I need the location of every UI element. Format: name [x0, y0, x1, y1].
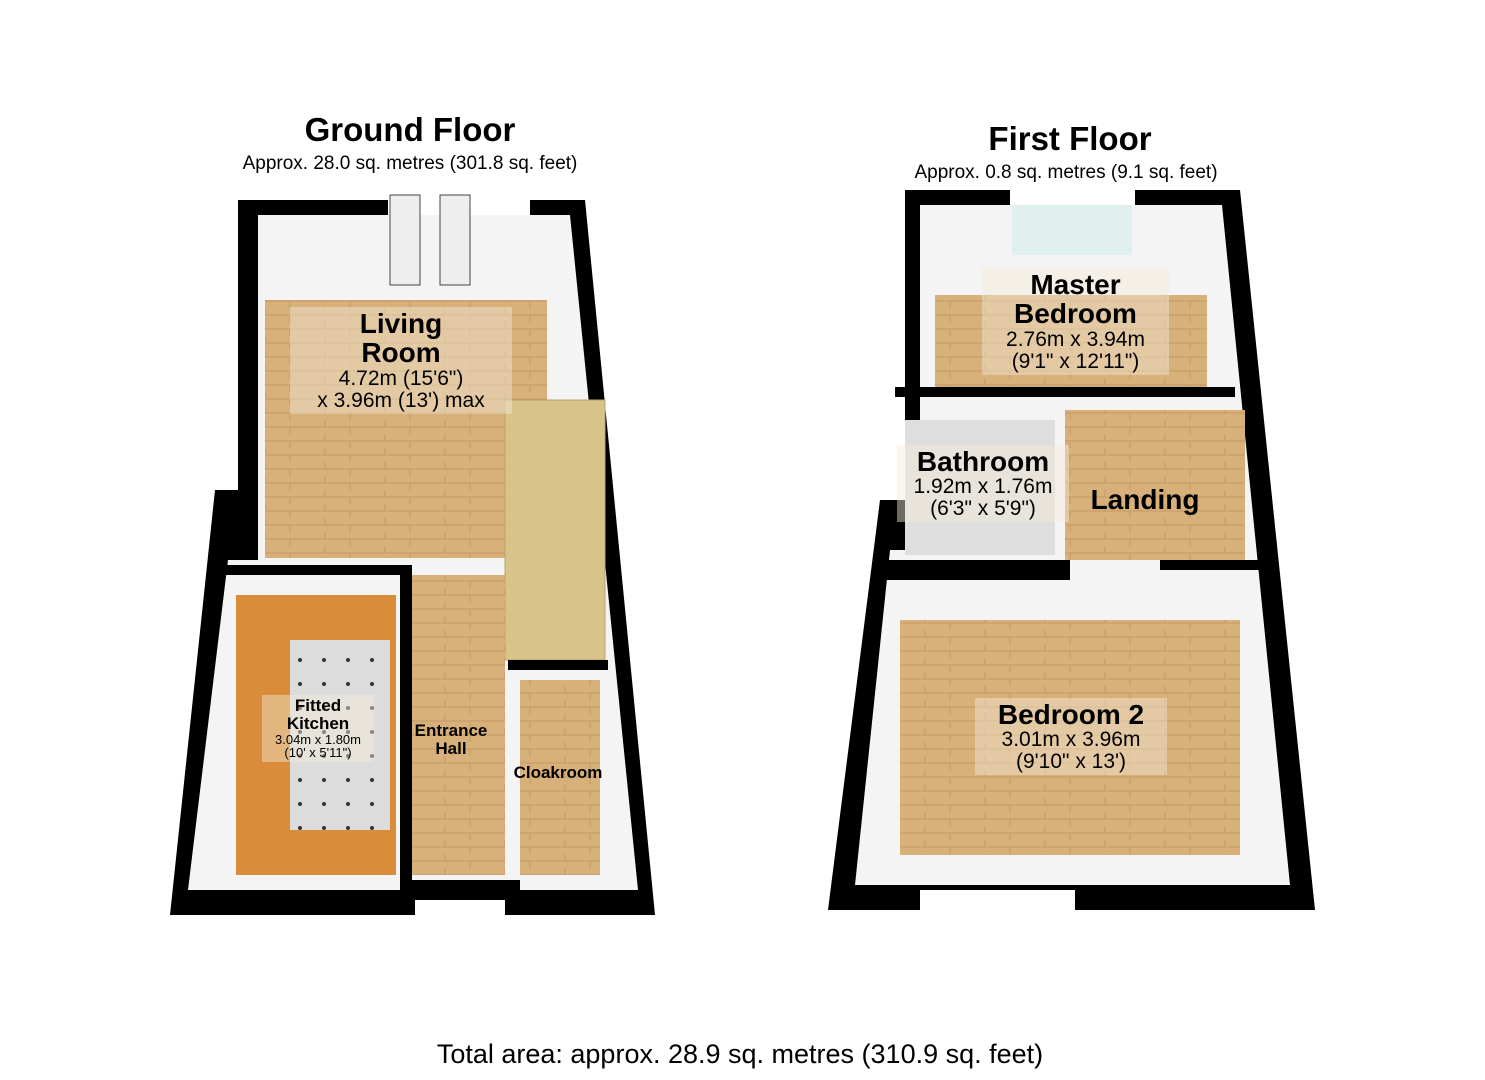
- ground-floor-plan: [170, 194, 655, 915]
- bedroom-2-label: Bedroom 2 3.01m x 3.96m (9'10" x 13'): [975, 698, 1167, 776]
- cloakroom-wall: [508, 660, 608, 670]
- door-right: [439, 194, 471, 286]
- room-dimensions: 1.92m x 1.76m: [913, 475, 1053, 499]
- room-name: Kitchen: [286, 713, 350, 733]
- room-dimensions: 3.01m x 3.96m: [1001, 728, 1141, 752]
- staircase: [504, 399, 606, 661]
- room-name: Living: [359, 308, 443, 339]
- bathroom-label: Bathroom 1.92m x 1.76m (6'3" x 5'9"): [897, 445, 1069, 523]
- room-dimensions: 4.72m (15'6"): [338, 366, 464, 390]
- first-floor-title: First Floor: [988, 120, 1152, 157]
- ground-floor-title: Ground Floor: [304, 111, 516, 148]
- hall-wall: [220, 565, 410, 575]
- room-name: Fitted: [294, 696, 342, 715]
- landing-label: Landing: [1090, 484, 1200, 515]
- first-floor-area: Approx. 0.8 sq. metres (9.1 sq. feet): [914, 162, 1218, 183]
- kitchen-wall: [400, 565, 412, 895]
- kitchen-tile-floor: [290, 640, 390, 830]
- entrance-hall-label: Entrance Hall: [401, 722, 501, 758]
- room-name: Bathroom: [916, 446, 1050, 477]
- room-name: Hall: [435, 738, 467, 758]
- landing-floor: [1065, 410, 1245, 560]
- entrance-hall-floor: [405, 575, 505, 875]
- cloakroom-label: Cloakroom: [513, 763, 603, 782]
- window: [1012, 205, 1132, 255]
- living-room-floor: [265, 300, 547, 558]
- master-bedroom-wall: [895, 387, 1235, 397]
- total-area: Total area: approx. 28.9 sq. metres (310…: [436, 1039, 1044, 1069]
- bedroom-2-floor: [900, 620, 1240, 855]
- bathroom-wall: [880, 560, 1070, 580]
- room-name: Entrance: [414, 721, 488, 740]
- room-name: Room: [361, 337, 441, 369]
- room-dimensions: (9'10" x 13'): [1015, 750, 1127, 774]
- room-name: Bedroom: [1014, 298, 1137, 330]
- door-left: [389, 194, 421, 286]
- living-room-label: Living Room 4.72m (15'6") x 3.96m (13') …: [290, 307, 512, 414]
- room-dimensions: 2.76m x 3.94m: [1006, 327, 1145, 351]
- room-name: Bedroom 2: [997, 699, 1145, 730]
- room-name: Master: [1030, 269, 1121, 300]
- kitchen-label: Fitted Kitchen 3.04m x 1.80m (10' x 5'11…: [262, 695, 374, 762]
- ground-floor-area: Approx. 28.0 sq. metres (301.8 sq. feet): [242, 153, 578, 174]
- room-dimensions: x 3.96m (13') max: [317, 388, 485, 412]
- room-dimensions: (9'1" x 12'11"): [1011, 349, 1140, 373]
- room-dimensions: (6'3" x 5'9"): [930, 497, 1036, 521]
- master-bedroom-label: Master Bedroom 2.76m x 3.94m (9'1" x 12'…: [982, 268, 1169, 375]
- master-bedroom-floor: [935, 295, 1207, 387]
- room-dimensions: 3.04m x 1.80m: [275, 731, 361, 747]
- cloakroom-floor: [520, 680, 600, 875]
- first-floor-plan: [828, 190, 1315, 910]
- room-dimensions: (10' x 5'11"): [284, 745, 352, 761]
- bedroom-2-wall: [1160, 560, 1260, 570]
- bathroom-floor: [905, 420, 1055, 555]
